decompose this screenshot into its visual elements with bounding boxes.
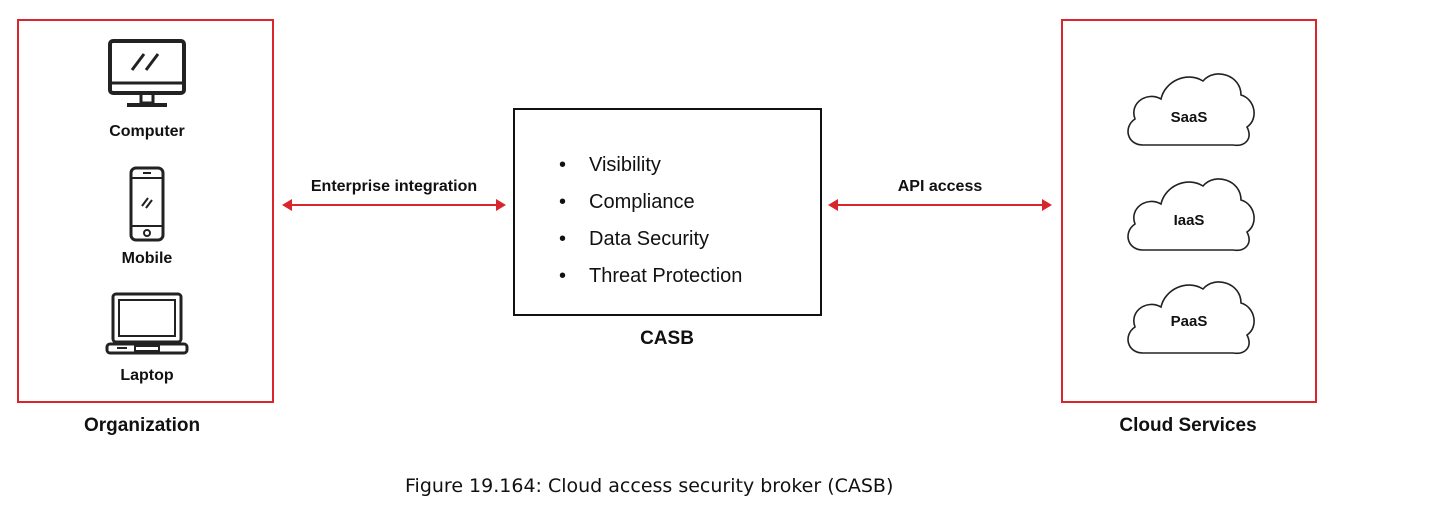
cropped-heading-fragment (200, 0, 760, 4)
api-access-arrow (828, 199, 1052, 211)
casb-title: CASB (640, 328, 694, 349)
device-label-computer: Computer (109, 123, 185, 140)
mobile-phone-icon (129, 166, 165, 242)
cloud-label-saas: SaaS (1170, 109, 1208, 126)
enterprise-integration-label: Enterprise integration (310, 178, 478, 195)
enterprise-integration-arrow (282, 199, 506, 211)
device-label-laptop: Laptop (120, 367, 174, 384)
casb-feature-compliance: Compliance (559, 184, 742, 221)
cloud-icon-paas (1127, 281, 1255, 355)
organization-title: Organization (84, 415, 201, 436)
cloud-services-title: Cloud Services (1119, 415, 1257, 436)
casb-box: Visibility Compliance Data Security Thre… (513, 108, 822, 316)
desktop-computer-icon (108, 39, 186, 107)
cloud-label-iaas: IaaS (1173, 212, 1205, 229)
cloud-services-box: SaaS IaaS PaaS (1061, 19, 1317, 403)
cloud-label-paas: PaaS (1170, 313, 1208, 330)
laptop-icon (105, 292, 189, 355)
cloud-icon-iaas (1127, 178, 1255, 252)
casb-feature-visibility: Visibility (559, 147, 742, 184)
casb-feature-data-security: Data Security (559, 221, 742, 258)
organization-box: Computer Mobile Laptop (17, 19, 274, 403)
figure-caption: Figure 19.164: Cloud access security bro… (405, 475, 894, 497)
device-label-mobile: Mobile (121, 250, 173, 267)
cloud-icon-saas (1127, 73, 1255, 147)
casb-feature-list: Visibility Compliance Data Security Thre… (559, 147, 742, 295)
casb-feature-threat-protection: Threat Protection (559, 258, 742, 295)
api-access-label: API access (897, 178, 983, 195)
